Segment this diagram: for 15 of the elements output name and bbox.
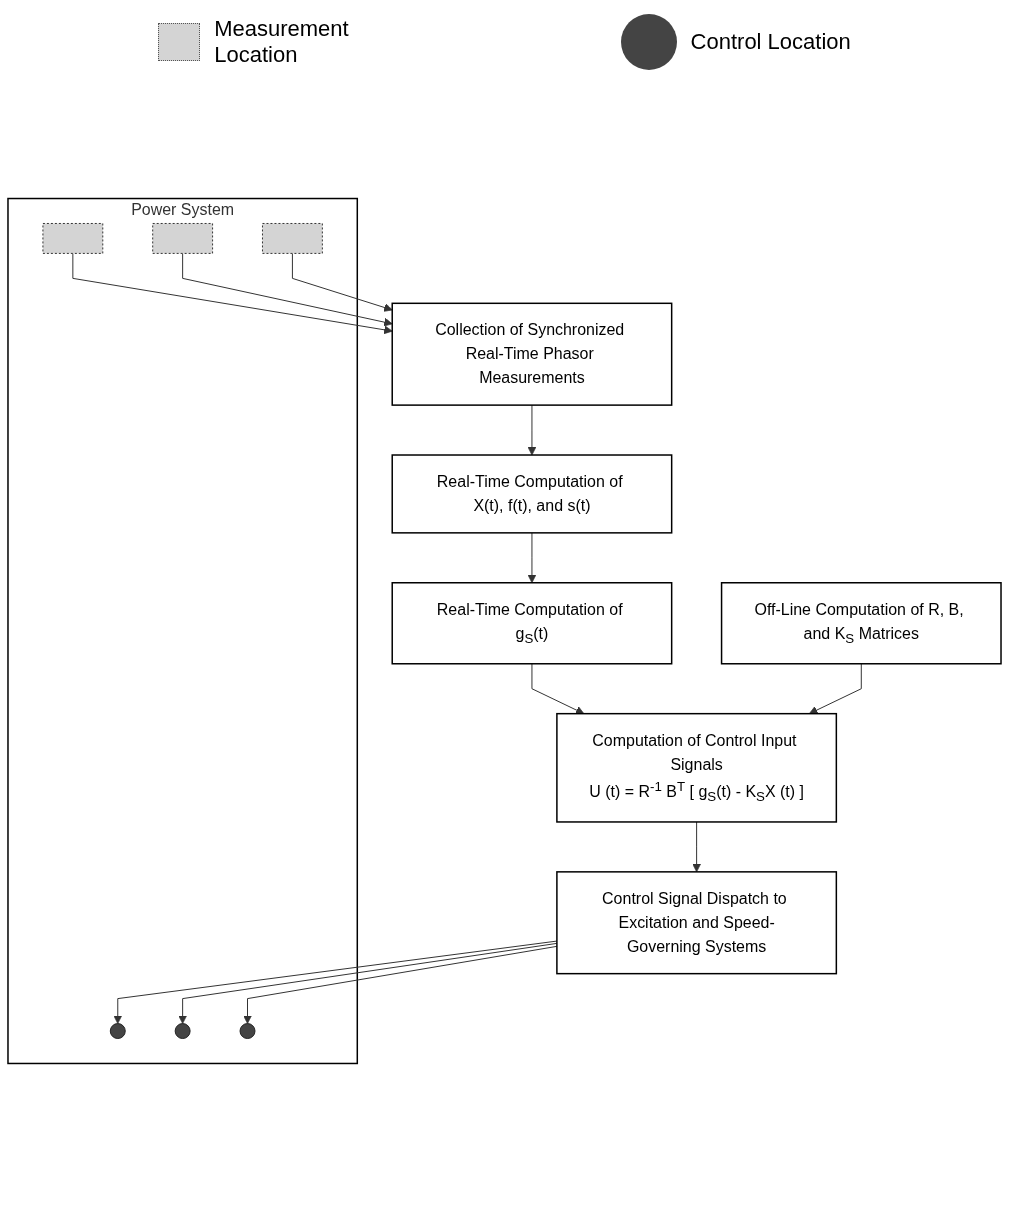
legend-label: Measurement Location	[214, 16, 350, 68]
node-box	[42, 222, 104, 254]
node-circle	[174, 1023, 191, 1040]
node-box: Control Signal Dispatch to Excitation and Speed-Governing Systems	[556, 871, 838, 975]
node-box	[262, 222, 323, 254]
node-box: Computation of Control Input Signals U (t) = R$^{-1}$ B$^{T}$ [ g$_{S}$(t) - K$_{S}$X (t) ]	[556, 712, 838, 823]
node-circle	[109, 1023, 126, 1040]
node-circle	[239, 1023, 256, 1040]
node-box: Collection of Synchronized Real-Time Phasor Measurements	[391, 302, 673, 406]
node-box: Off-Line Computation of R, B, and K$_{S}$ Matrices	[720, 582, 1002, 665]
node-box	[152, 222, 214, 254]
node-box: Real-Time Computation of X(t), f(t), and s(t)	[391, 454, 673, 534]
legend-label: Control Location	[690, 29, 851, 55]
node-box: Real-Time Computation of g$_{S}$(t)	[391, 582, 673, 665]
cluster: Power System	[7, 197, 359, 1065]
